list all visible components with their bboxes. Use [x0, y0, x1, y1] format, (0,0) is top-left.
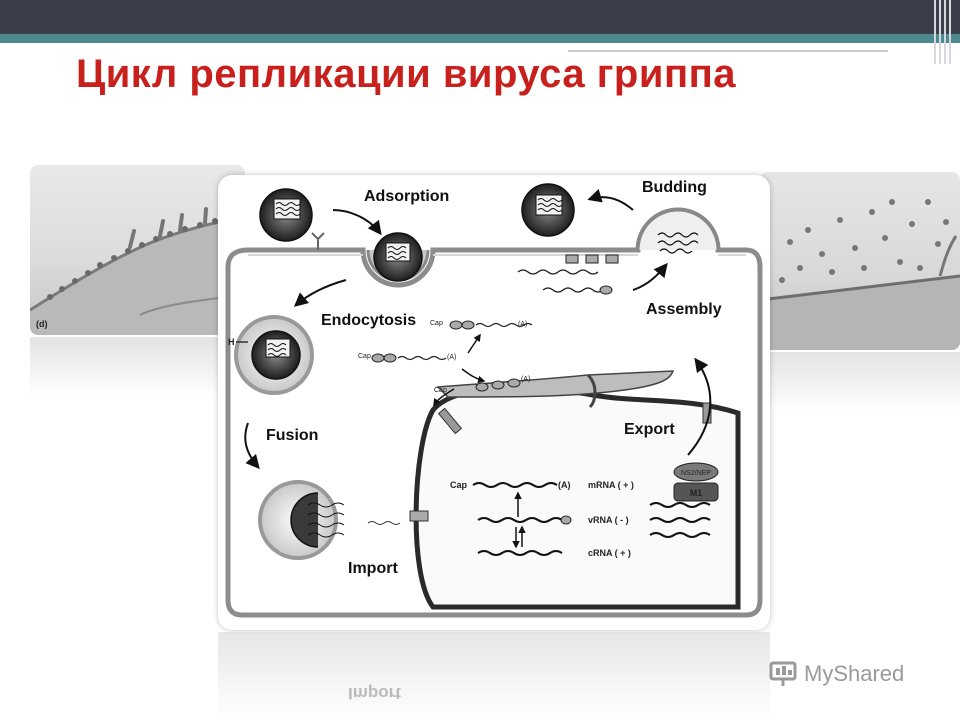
micrograph-left-image: (d)	[30, 207, 245, 335]
svg-text:Cap: Cap	[430, 320, 443, 327]
virion-bound-icon	[366, 232, 430, 282]
assembly-proteins-icon	[517, 254, 619, 295]
cytoplasm-mrna: Cap (A) Cap (A) Cap (A)	[358, 320, 533, 394]
svg-text:(A): (A)	[558, 480, 571, 490]
budding-virion-icon	[636, 208, 720, 254]
ns2-nep-protein: NS2/NEP	[673, 462, 719, 482]
svg-text:NS2/NEP: NS2/NEP	[681, 470, 711, 477]
nuclear-rna: Cap (A) mRNA ( + ) vRNA ( - ) cRNA ( + )	[450, 480, 711, 558]
released-virion-icon	[521, 183, 575, 237]
m1-protein: M1	[673, 482, 719, 502]
fusion-arrow	[244, 422, 260, 470]
top-bar-stripes	[934, 0, 952, 64]
top-bar-line	[568, 50, 888, 52]
assembly-arrow	[632, 262, 668, 291]
replication-diagram: H Cap	[218, 175, 770, 630]
reflection-label: Import	[348, 684, 401, 703]
import-label: Import	[348, 560, 398, 577]
fusion-label: Fusion	[266, 427, 318, 444]
adsorption-label: Adsorption	[364, 188, 449, 205]
export-label: Export	[624, 421, 675, 438]
adsorption-arrow	[332, 209, 382, 236]
crna-label: cRNA ( + )	[588, 548, 631, 558]
svg-text:M1: M1	[690, 488, 703, 498]
presentation-icon	[769, 661, 797, 686]
fusion-vesicle-icon	[258, 480, 401, 560]
micrograph-left-reflection	[30, 337, 245, 397]
mrna-label: mRNA ( + )	[588, 480, 634, 490]
diagram-reflection	[218, 632, 770, 720]
h-label: H	[228, 337, 235, 347]
micrograph-right	[760, 172, 960, 350]
nuclear-pore-icon	[409, 402, 712, 522]
svg-text:Cap: Cap	[450, 480, 468, 490]
slide-title: Цикл репликации вируса гриппа	[76, 52, 737, 96]
budding-label: Budding	[642, 179, 707, 196]
brand-name: MyShared	[804, 661, 905, 686]
endosome-icon	[234, 315, 314, 395]
svg-text:(A): (A)	[521, 376, 530, 383]
svg-text:(A): (A)	[518, 321, 527, 328]
budding-arrow	[587, 189, 634, 211]
micrograph-left: (d)	[30, 165, 245, 335]
brand-logo: MyShared	[768, 656, 904, 692]
top-bar-accent	[0, 34, 960, 43]
micrograph-right-image	[760, 199, 960, 350]
top-bar	[0, 0, 960, 34]
replication-diagram-svg: H Cap	[225, 179, 763, 618]
micrograph-left-label: (d)	[36, 319, 48, 329]
endocytosis-arrow	[293, 279, 347, 307]
micrograph-right-reflection	[760, 352, 960, 412]
export-arrow	[687, 357, 712, 456]
svg-text:Cap: Cap	[358, 353, 371, 360]
svg-text:(A): (A)	[447, 354, 456, 361]
svg-text:Cap: Cap	[434, 387, 447, 394]
endocytosis-label: Endocytosis	[321, 312, 416, 329]
vrna-label: vRNA ( - )	[588, 515, 629, 525]
receptor-icon	[311, 232, 325, 250]
assembly-label: Assembly	[646, 301, 722, 318]
virion-free-icon	[259, 188, 313, 242]
